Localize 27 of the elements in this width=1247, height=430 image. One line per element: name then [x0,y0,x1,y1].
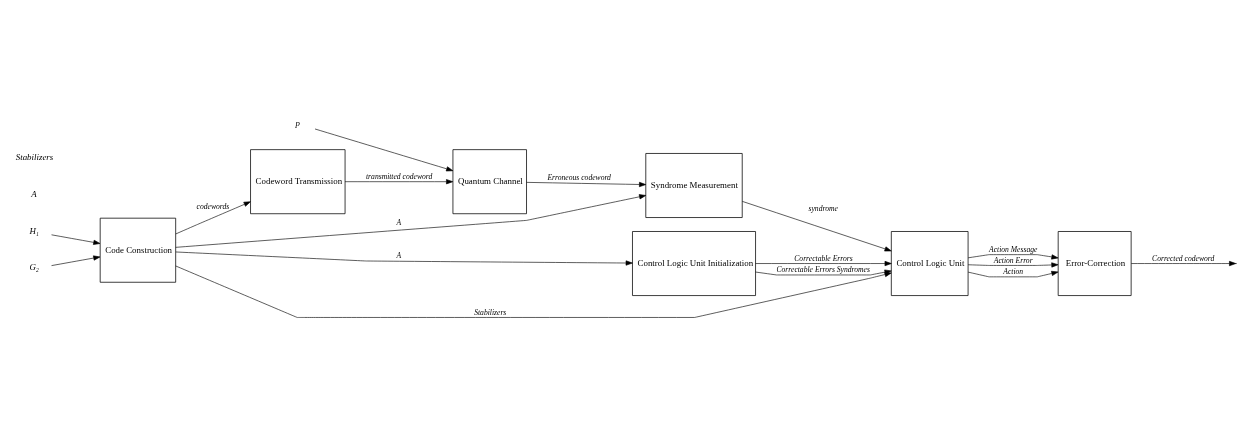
node-box: Quantum Channel [452,149,527,215]
label: Stabilizers [15,151,54,162]
node-box: Control Logic Unit Initialization [632,231,756,296]
arrow [526,181,647,187]
arrow [314,128,454,172]
node-text: H₁ [29,225,39,236]
node-box: Control Logic Unit [890,231,969,296]
arrow [967,270,1059,278]
arrow [175,265,892,318]
arrow [51,234,101,245]
arrow [51,255,101,266]
label: A [31,188,37,199]
arrow [175,201,251,235]
arrow [175,251,633,266]
node-box: Error-Correction [1057,231,1132,296]
arrow [967,254,1059,260]
node-text: p [295,117,301,128]
arrow [967,262,1059,268]
arrow [742,201,892,252]
arrow [344,179,454,185]
arrow [755,269,892,276]
node-box: Codeword Transmission [250,149,346,215]
node-box: Syndrome Measurement [645,153,743,218]
node-text: G₂ [29,262,39,273]
arrow [755,261,892,267]
node-box: Code Construction [99,217,177,283]
arrow [175,194,647,248]
